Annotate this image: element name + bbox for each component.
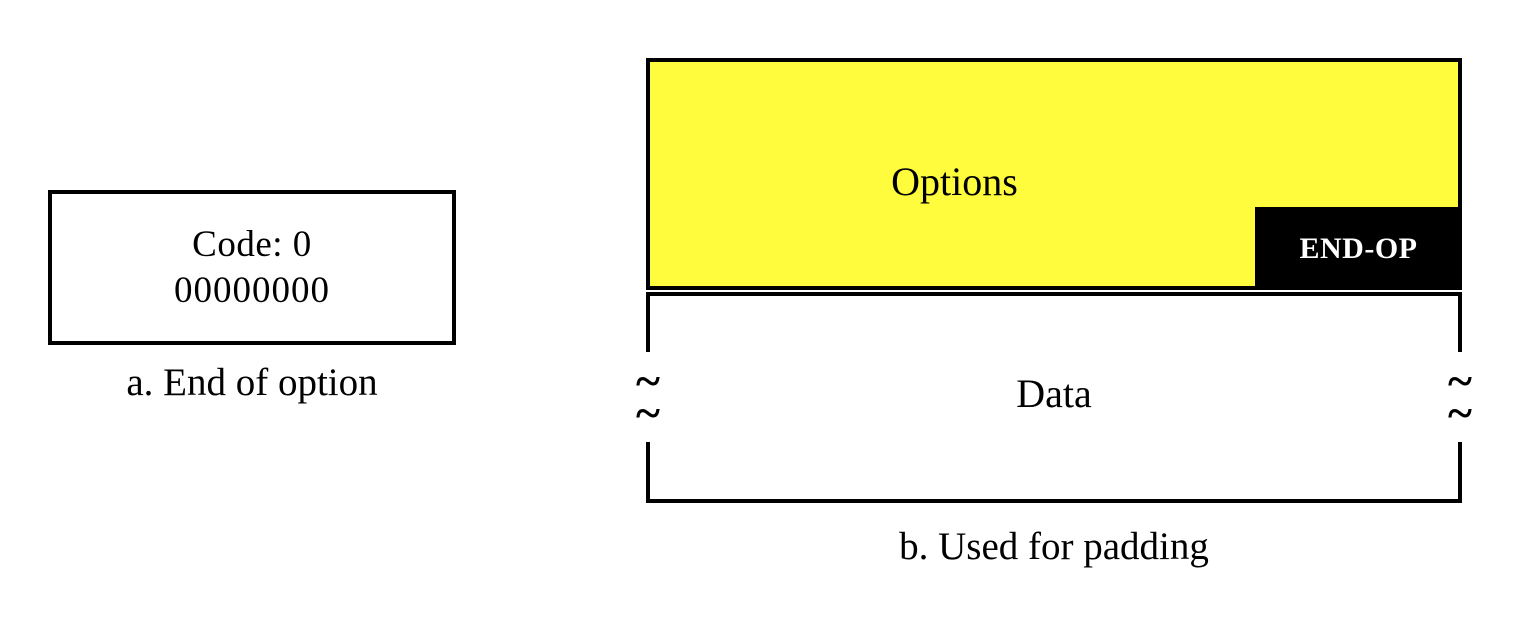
caption-panel-b: b. Used for padding xyxy=(899,525,1209,568)
end-of-option-code-line: Code: 0 xyxy=(192,224,312,266)
break-symbol-left-icon: ~ ~ xyxy=(622,352,674,442)
end-of-option-marker-block: END-OP xyxy=(1255,207,1458,286)
break-symbol-right-upper-tilde: ~ xyxy=(1448,354,1472,406)
data-label: Data xyxy=(1016,371,1092,416)
padding-usage-diagram: Options END-OP ~ ~ ~ ~ Data xyxy=(622,58,1486,503)
options-band: Options END-OP xyxy=(646,58,1462,290)
end-of-option-box: Code: 0 00000000 xyxy=(48,190,456,345)
data-band: ~ ~ ~ ~ Data xyxy=(622,292,1486,503)
data-band-left-border-lower xyxy=(646,435,650,503)
data-band-bottom-border xyxy=(646,499,1462,503)
options-label: Options xyxy=(891,159,1018,204)
end-of-option-marker-label: END-OP xyxy=(1299,231,1418,265)
caption-panel-a: a. End of option xyxy=(126,361,378,404)
data-band-top-border xyxy=(646,292,1462,296)
break-symbol-right-lower-tilde: ~ xyxy=(1448,387,1472,438)
data-band-right-border-lower xyxy=(1458,435,1462,503)
break-symbol-left-upper-tilde: ~ xyxy=(636,354,660,406)
data-band-left-border-upper xyxy=(646,292,650,370)
break-symbol-right-icon: ~ ~ xyxy=(1434,352,1486,442)
break-symbol-left-lower-tilde: ~ xyxy=(636,387,660,438)
end-of-option-bits-line: 00000000 xyxy=(174,269,330,311)
data-band-right-border-upper xyxy=(1458,292,1462,370)
